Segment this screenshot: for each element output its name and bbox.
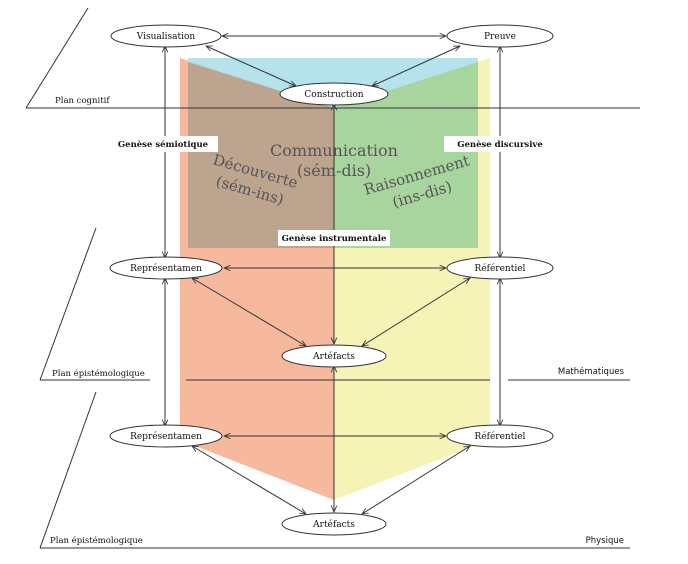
link-referentiel-artefacts-phys	[362, 446, 470, 514]
genesis-instrumentale-label: Genèse instrumentale	[282, 233, 387, 244]
node-visualisation-label: Visualisation	[136, 32, 196, 42]
node-representamen-math: Représentamen	[109, 256, 223, 280]
genesis-semiotique-box: Genèse sémiotique	[108, 136, 218, 152]
node-referentiel-math: Référentiel	[446, 256, 554, 280]
plane-epistemological-math-label: Plan épistémologique	[52, 368, 145, 379]
link-preuve-construction	[372, 45, 460, 87]
genesis-instrumentale-box: Genèse instrumentale	[278, 230, 390, 246]
link-representamen-artefacts-math	[192, 278, 306, 346]
node-preuve-label: Preuve	[484, 32, 516, 42]
communication-subtitle: (sém-dis)	[297, 161, 371, 180]
link-referentiel-artefacts-math	[362, 278, 470, 346]
node-referentiel-phys: Référentiel	[446, 424, 554, 448]
node-construction-label: Construction	[304, 90, 363, 100]
field-math-label: Mathématiques	[558, 366, 625, 377]
node-artefacts-phys-label: Artéfacts	[312, 519, 355, 530]
node-construction: Construction	[279, 82, 389, 106]
node-artefacts-math-label: Artéfacts	[312, 351, 355, 362]
node-representamen-math-label: Représentamen	[130, 263, 202, 274]
node-preuve: Preuve	[446, 24, 554, 48]
node-artefacts-phys: Artéfacts	[281, 512, 387, 536]
node-referentiel-phys-label: Référentiel	[475, 431, 526, 442]
link-representamen-artefacts-phys	[192, 446, 306, 514]
field-phys-label: Physique	[586, 536, 624, 546]
phys-plane-diagonal	[39, 391, 97, 549]
node-referentiel-math-label: Référentiel	[475, 263, 526, 274]
math-plane-diagonal	[39, 227, 97, 381]
node-representamen-phys: Représentamen	[109, 424, 223, 448]
genesis-discursive-box: Genèse discursive	[444, 136, 556, 152]
genesis-semiotique-label: Genèse sémiotique	[118, 139, 209, 150]
cognitive-plane-diagonal	[25, 7, 89, 109]
node-representamen-phys-label: Représentamen	[130, 431, 202, 442]
genesis-discursive-label: Genèse discursive	[457, 139, 543, 150]
plane-epistemological-phys-label: Plan épistémologique	[50, 535, 143, 546]
node-artefacts-math: Artéfacts	[281, 344, 387, 368]
node-visualisation: Visualisation	[110, 24, 222, 48]
plane-cognitive-label: Plan cognitif	[55, 96, 110, 106]
link-visualisation-construction	[206, 45, 296, 87]
communication-title: Communication	[270, 141, 398, 160]
